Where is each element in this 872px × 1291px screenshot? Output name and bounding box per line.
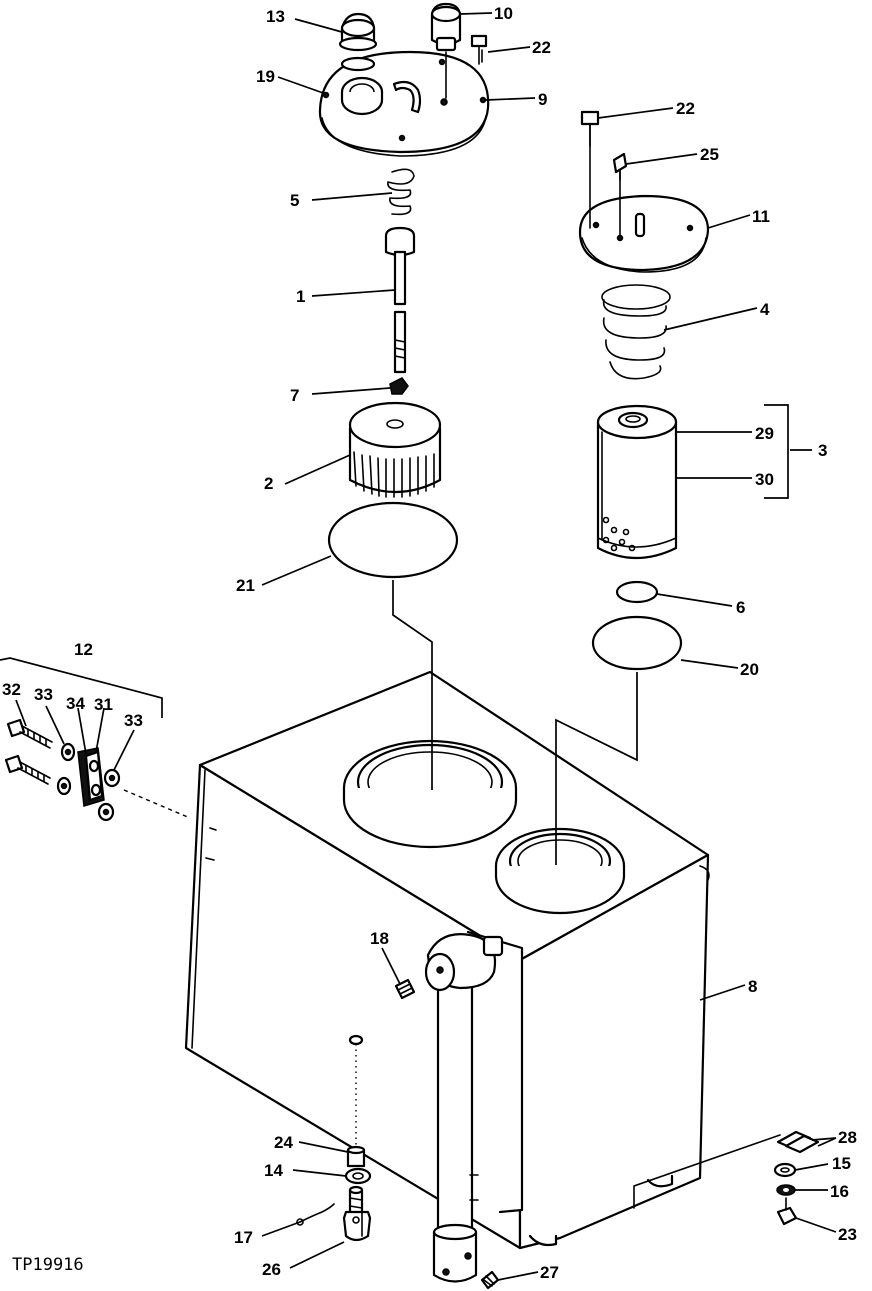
callout-2: 2 bbox=[264, 474, 273, 493]
assembly-line-lower-right bbox=[633, 1134, 781, 1209]
cap-screw-23 bbox=[776, 1197, 798, 1226]
callout-34: 34 bbox=[66, 694, 85, 713]
washer-14 bbox=[344, 1167, 372, 1185]
pressure-switch-10 bbox=[430, 2, 462, 99]
lockwasher-16 bbox=[776, 1184, 796, 1196]
callout-15: 15 bbox=[832, 1154, 851, 1173]
fitting-25 bbox=[612, 152, 628, 181]
callout-22-right: 22 bbox=[676, 99, 695, 118]
callout-11: 11 bbox=[752, 207, 770, 226]
callout-27: 27 bbox=[540, 1263, 559, 1282]
callout-6: 6 bbox=[736, 598, 745, 617]
assembly-line-left bbox=[392, 580, 433, 790]
plug-27 bbox=[480, 1270, 500, 1290]
callout-23: 23 bbox=[838, 1225, 857, 1244]
callout-22-upper: 22 bbox=[532, 38, 551, 57]
cap-screw-22-upper bbox=[470, 34, 488, 65]
set-screw-18 bbox=[394, 978, 416, 1000]
callout-20: 20 bbox=[740, 660, 759, 679]
callout-14: 14 bbox=[264, 1161, 283, 1180]
callout-32: 32 bbox=[2, 680, 21, 699]
callout-7: 7 bbox=[290, 386, 299, 405]
callout-24: 24 bbox=[274, 1133, 293, 1152]
figure-id: TP19916 bbox=[12, 1255, 84, 1275]
sight-gauge-tube bbox=[424, 933, 504, 1283]
callout-19: 19 bbox=[256, 67, 275, 86]
callout-33-left: 33 bbox=[34, 685, 53, 704]
wire-17 bbox=[296, 1203, 335, 1226]
assembly-line-right bbox=[555, 672, 638, 865]
o-ring-20 bbox=[591, 615, 683, 671]
callout-18: 18 bbox=[370, 929, 389, 948]
callout-25: 25 bbox=[700, 145, 719, 164]
callout-33-right: 33 bbox=[124, 711, 143, 730]
callout-28: 28 bbox=[838, 1128, 857, 1147]
nut-7 bbox=[389, 377, 409, 395]
callout-12: 12 bbox=[74, 640, 93, 659]
hydraulic-tank bbox=[184, 670, 710, 1250]
drain-ring bbox=[348, 1034, 364, 1046]
callout-10: 10 bbox=[494, 4, 513, 23]
callout-21: 21 bbox=[236, 576, 255, 595]
callout-30: 30 bbox=[755, 470, 774, 489]
callout-17: 17 bbox=[234, 1228, 253, 1247]
mounting-hardware-12 bbox=[4, 718, 121, 822]
callout-16: 16 bbox=[830, 1182, 849, 1201]
hardware-assembly-line bbox=[123, 789, 191, 819]
o-ring-6 bbox=[615, 580, 659, 604]
callout-5: 5 bbox=[290, 191, 299, 210]
cover-plate-11 bbox=[578, 119, 710, 273]
shims-28 bbox=[776, 1130, 820, 1154]
bracket-12 bbox=[0, 657, 163, 718]
strainer-element-3 bbox=[596, 404, 678, 560]
callout-8: 8 bbox=[748, 977, 757, 996]
callout-labels: 13 10 22 19 9 22 25 5 11 1 4 7 29 3 30 2… bbox=[2, 4, 857, 1282]
spring-4 bbox=[601, 284, 671, 380]
o-ring-21 bbox=[327, 501, 459, 579]
callout-3: 3 bbox=[818, 441, 827, 460]
callout-29: 29 bbox=[755, 424, 774, 443]
callout-1: 1 bbox=[296, 287, 305, 306]
bracket-3 bbox=[764, 404, 789, 499]
callout-4: 4 bbox=[760, 300, 770, 319]
leader-lines bbox=[15, 12, 837, 1281]
filter-element-2 bbox=[348, 401, 442, 498]
bypass-valve-rod-1 bbox=[384, 226, 416, 374]
callout-31: 31 bbox=[94, 695, 113, 714]
callout-9: 9 bbox=[538, 90, 547, 109]
washer-15 bbox=[773, 1162, 797, 1178]
spring-5 bbox=[387, 168, 415, 216]
callout-13: 13 bbox=[266, 7, 285, 26]
callout-26: 26 bbox=[262, 1260, 281, 1279]
drain-valve-26 bbox=[342, 1185, 372, 1242]
plug-24 bbox=[346, 1145, 366, 1168]
cap-screw-22-right bbox=[580, 110, 600, 147]
breather-cap-13 bbox=[338, 12, 378, 72]
